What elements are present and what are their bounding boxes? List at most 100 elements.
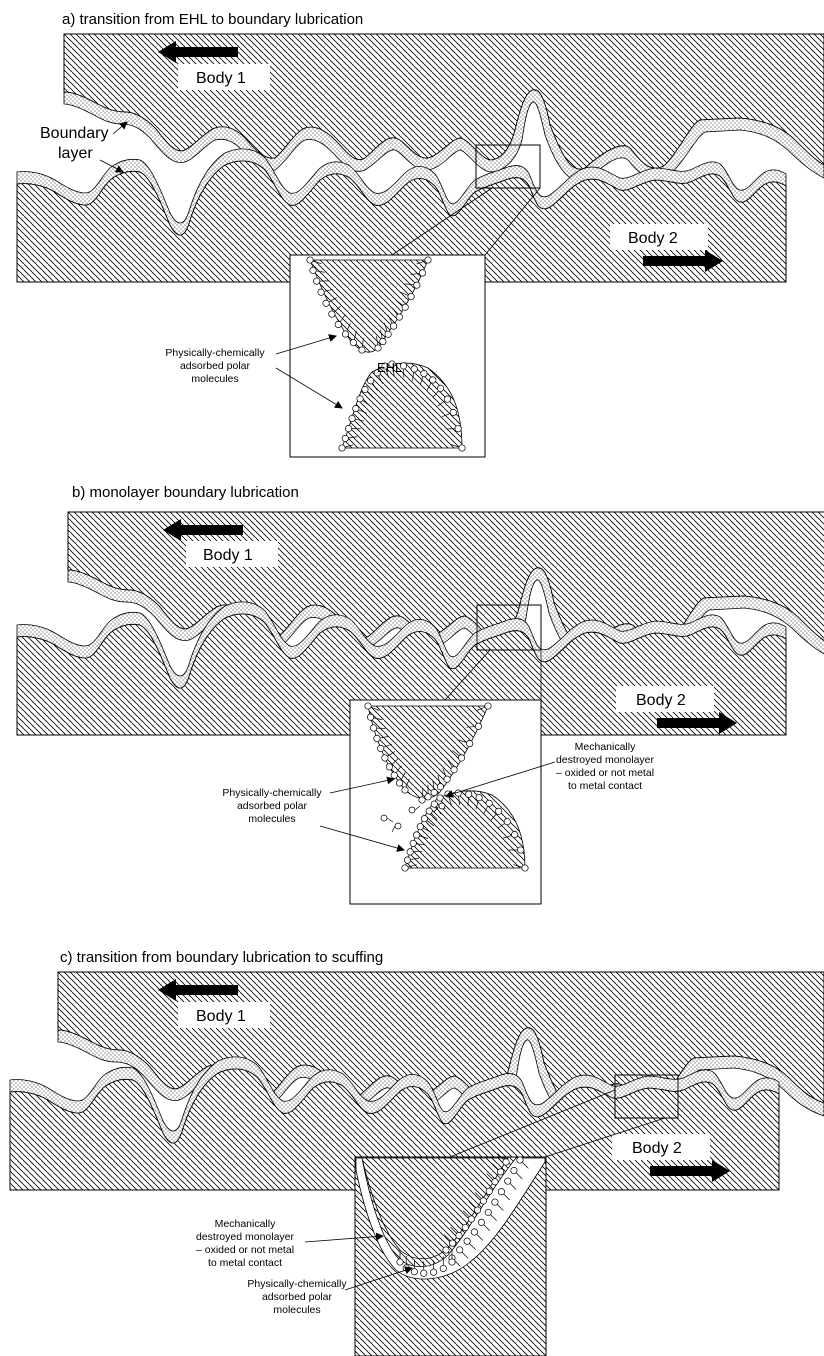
molecule-tail	[410, 857, 420, 860]
molecule-tail	[469, 1243, 476, 1250]
boundary-label-line2: layer	[58, 145, 93, 162]
molecule-head	[395, 779, 404, 787]
inset-panel-b	[349, 699, 542, 905]
molecule-tail	[483, 1224, 491, 1231]
molecule-tail	[431, 813, 438, 821]
molecule-head	[358, 346, 366, 354]
molecule-head	[348, 414, 356, 423]
molecule-tail	[476, 706, 486, 711]
molecule-tail	[503, 1193, 511, 1201]
molecule-tail	[483, 805, 489, 815]
destroyed-label-line2: destroyed monolayer	[196, 1231, 295, 1243]
body1-direction-arrow	[158, 41, 238, 63]
molecule-head	[484, 1208, 492, 1216]
destroyed-label-line4: to metal contact	[568, 780, 642, 792]
zoom-region	[475, 144, 541, 189]
molecule-head	[491, 1198, 499, 1206]
adsorbed-label-line3: molecules	[273, 1304, 320, 1316]
zoom-region	[614, 1074, 679, 1119]
molecule-head	[373, 369, 381, 377]
molecule-head	[504, 1177, 512, 1185]
molecule-tail	[346, 322, 351, 332]
molecule-tail	[475, 800, 479, 810]
molecule-head	[356, 395, 364, 403]
molecule-head	[377, 744, 385, 752]
boundary-label-line1: Boundary	[40, 125, 109, 142]
molecule-tail	[486, 1173, 493, 1180]
molecule-head	[345, 424, 353, 433]
molecule-head	[381, 362, 389, 370]
molecule-tail	[468, 1201, 476, 1209]
molecule-tail	[404, 283, 414, 286]
body1-label-box	[178, 64, 270, 90]
molecule-head	[385, 763, 393, 771]
molecule-tail	[344, 444, 354, 448]
molecule-tail	[391, 758, 399, 765]
adsorbed-label-line3: molecules	[191, 373, 238, 385]
molecule-tail	[513, 864, 523, 868]
molecule-head	[430, 788, 438, 797]
molecule-head	[458, 754, 466, 762]
zoom-leader	[444, 649, 491, 701]
molecule-tail	[426, 820, 435, 827]
molecule-head	[413, 281, 421, 289]
panel-a-title: a) transition from EHL to boundary lubri…	[62, 11, 363, 28]
molecule-head	[401, 864, 409, 872]
molecule-head	[379, 338, 387, 346]
molecule-tail	[395, 299, 403, 306]
molecule-tail	[372, 383, 378, 391]
molecule-tail	[328, 297, 337, 303]
molecule-head	[401, 303, 409, 311]
zoom-leader	[484, 187, 541, 256]
molecule-head	[521, 864, 529, 872]
molecule-tail	[448, 796, 452, 806]
adsorbed-molecules-stack	[396, 1153, 529, 1277]
adsorbed-label-line3: molecules	[248, 813, 295, 825]
molecule-tail	[509, 1183, 517, 1190]
molecule-head	[390, 771, 398, 779]
molecule-tail	[385, 368, 389, 378]
boundary-layer-bottom	[16, 148, 787, 236]
molecule-head	[424, 256, 432, 264]
molecule-tail	[376, 336, 378, 345]
molecule-tail	[405, 778, 410, 788]
molecule-head	[367, 713, 375, 721]
molecule-tail	[491, 1163, 499, 1170]
molecule-tail	[312, 260, 322, 265]
molecule-tail	[391, 307, 398, 315]
inset-panel-a: EHL	[289, 254, 486, 458]
body2-label-box	[610, 224, 708, 250]
molecule-head	[497, 1188, 505, 1196]
molecule-tail	[410, 273, 420, 275]
molecule-head	[430, 800, 438, 808]
adsorbed-label-line2: adsorbed polar	[237, 800, 308, 812]
molecule-tail	[503, 835, 512, 839]
destroyed-label-line1: Mechanically	[575, 741, 636, 753]
molecule-tail	[437, 774, 441, 784]
body1-direction-arrow	[158, 979, 238, 1001]
molecule-head	[364, 702, 372, 710]
molecule-tail	[442, 767, 447, 777]
molecule-tail	[437, 1241, 445, 1249]
molecule-tail	[333, 305, 342, 313]
molecule-head	[448, 1239, 457, 1247]
molecule-tail	[456, 1218, 464, 1226]
molecule-head	[496, 1168, 505, 1176]
molecule-head	[444, 790, 452, 798]
adsorbed-molecules-lower	[338, 360, 466, 452]
molecule-head	[401, 786, 409, 794]
molecule-head	[475, 794, 483, 802]
molecule-head	[390, 322, 398, 330]
molecule-head	[309, 266, 317, 274]
molecule-head	[369, 724, 378, 732]
panel-b-title: b) monolayer boundary lubrication	[72, 484, 299, 501]
destroyed-label-line3: – oxided or not metal	[196, 1244, 294, 1256]
destroyed-pointer	[445, 761, 556, 798]
molecule-tail	[461, 1251, 469, 1259]
molecule-tail	[480, 1182, 488, 1190]
molecule-head	[425, 807, 433, 815]
molecule-tail	[458, 739, 467, 743]
ehl-label: EHL	[377, 360, 402, 375]
molecule-tail	[380, 329, 383, 339]
